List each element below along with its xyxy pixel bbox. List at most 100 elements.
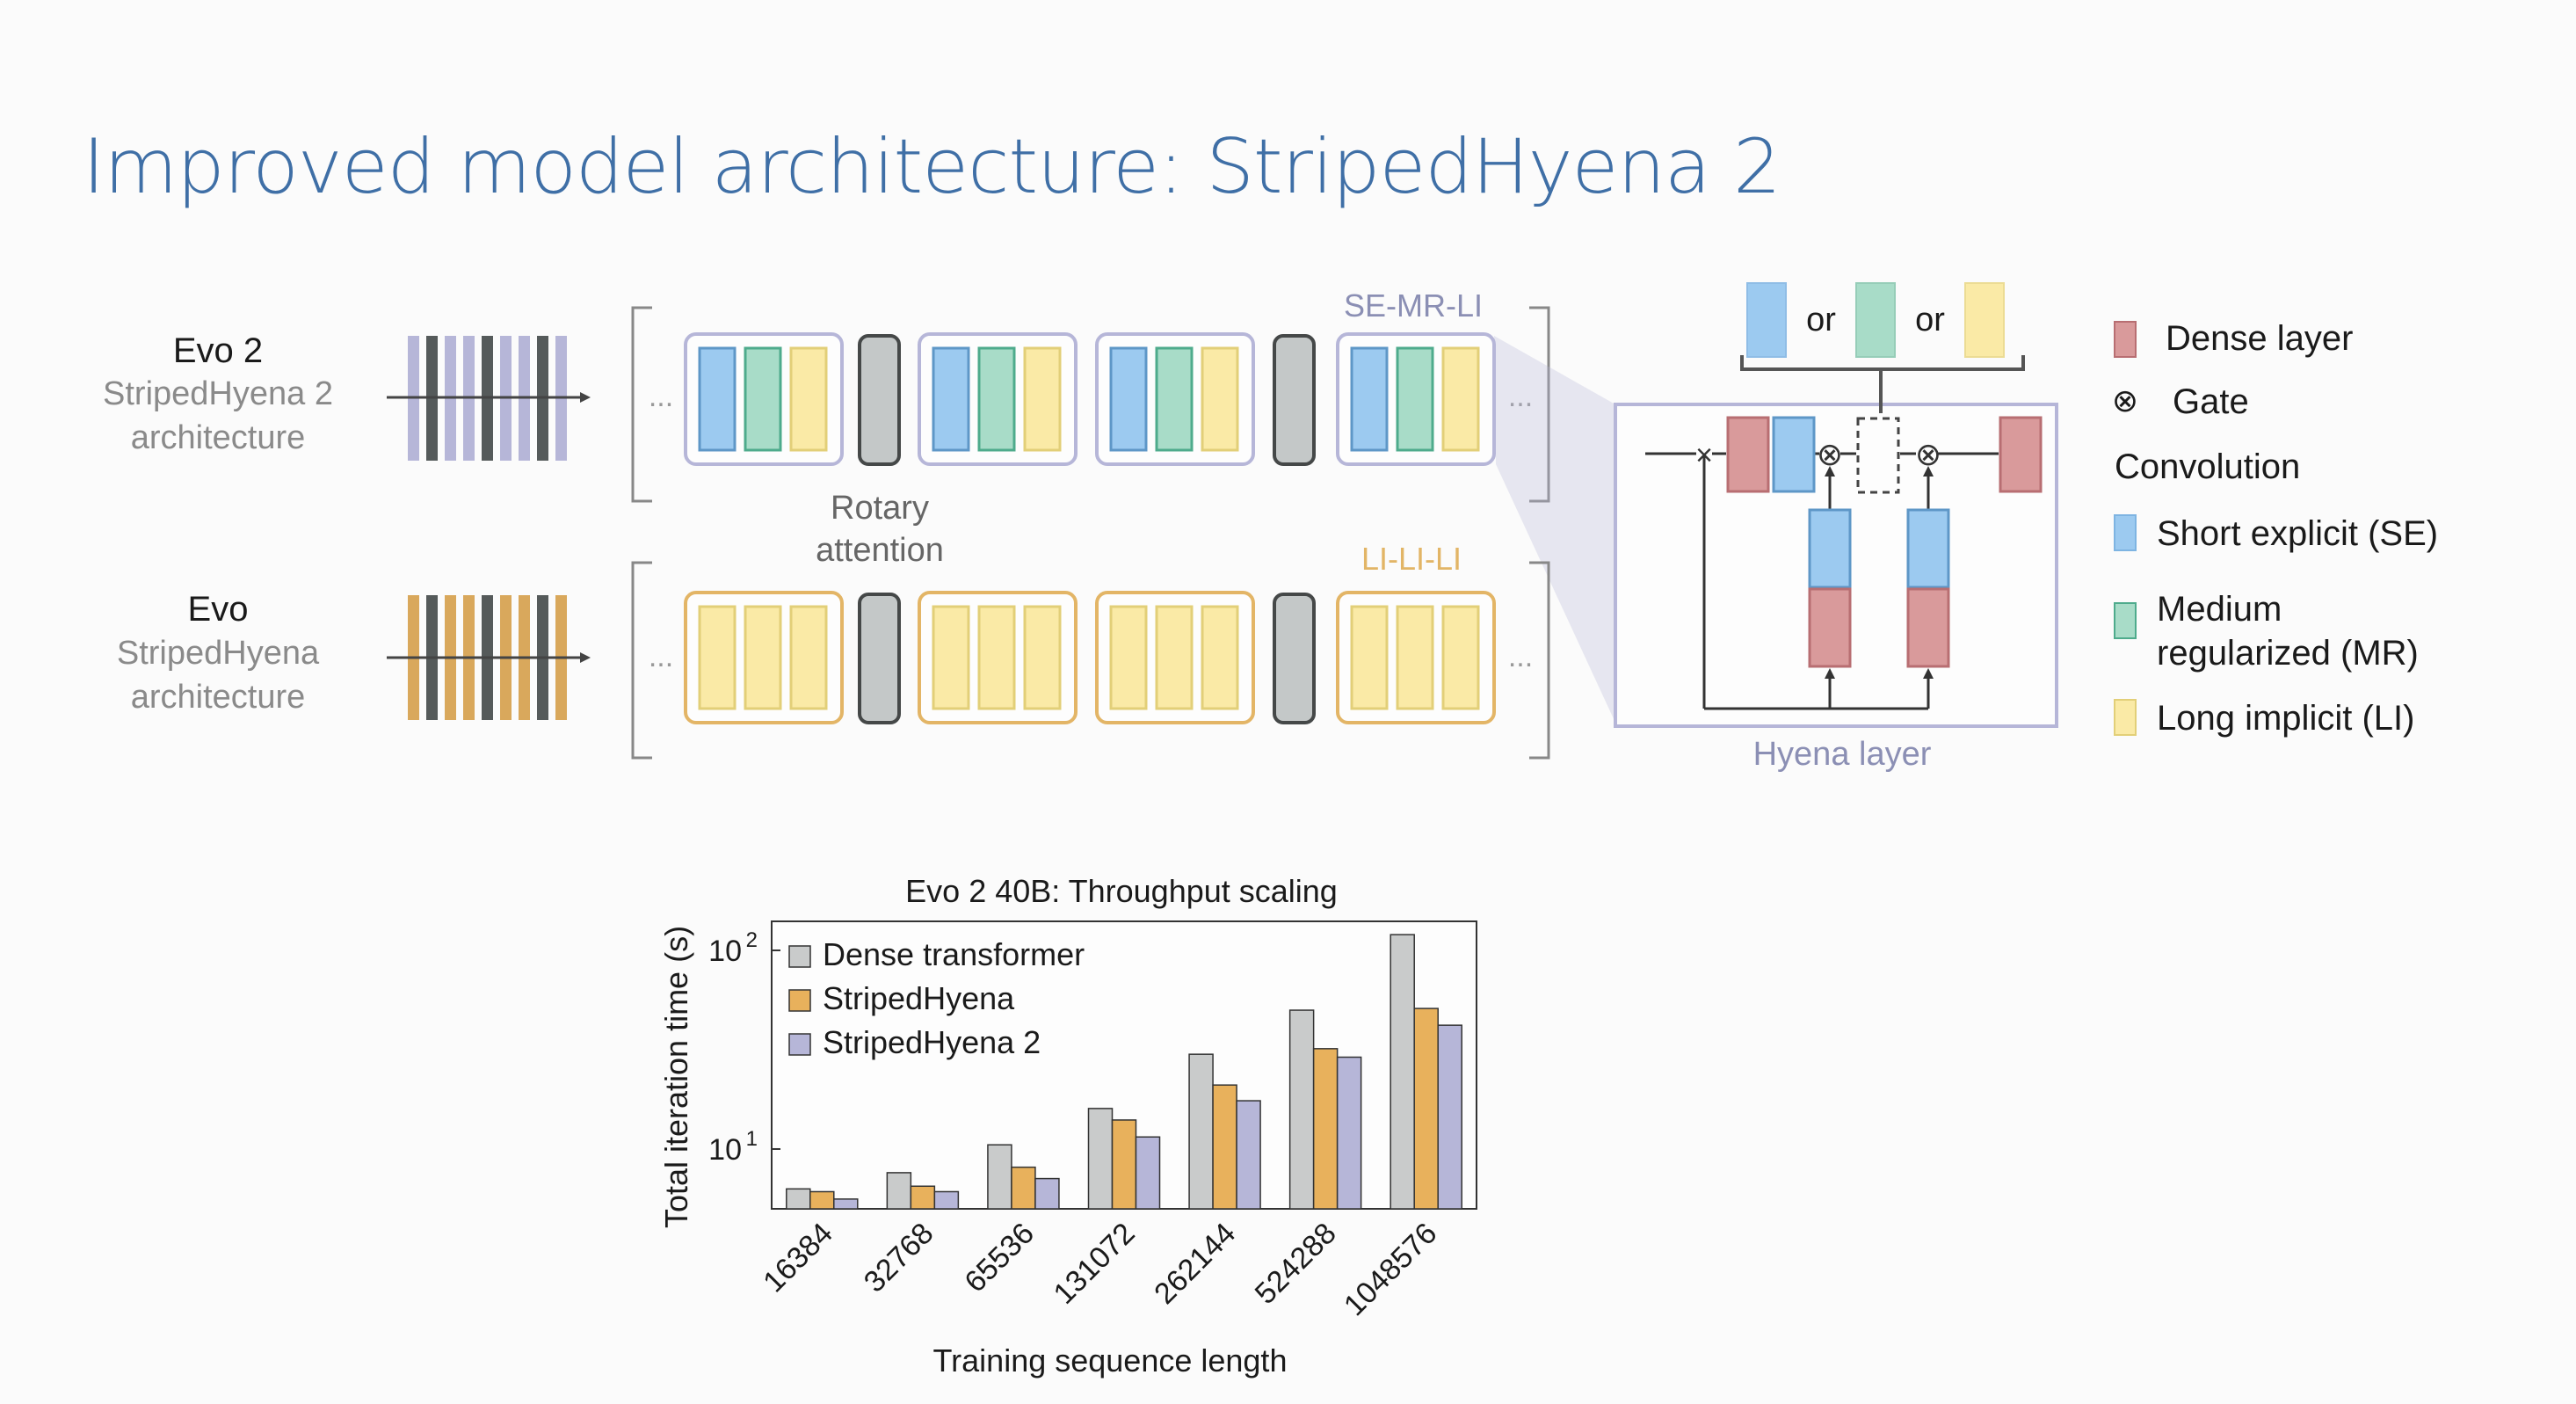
gate-2-icon: ⊗ [1915, 436, 1941, 472]
legend-se-label: Short explicit (SE) [2157, 514, 2438, 553]
chart-y-tick-label: 10 [708, 935, 742, 968]
chart-bar [1212, 1084, 1237, 1210]
evo-stripes-icon [387, 595, 591, 720]
dense-layer-in [1726, 416, 1770, 493]
chart-legend-label: StripedHyena 2 [823, 1024, 1041, 1060]
chart-y-tick-exponent: 2 [746, 928, 758, 952]
or-label-1: or [1806, 302, 1836, 338]
chart-legend-swatch [788, 989, 811, 1012]
top-attention-block-2 [1273, 334, 1316, 466]
legend-dense-label: Dense layer [2166, 319, 2353, 358]
hyena-signal-path [1645, 448, 2041, 710]
bottom-row-ellipsis-right: ... [1508, 640, 1533, 673]
chart-title: Evo 2 40B: Throughput scaling [905, 873, 1338, 909]
bottom-attention-block-1 [858, 593, 901, 724]
bottom-row-ellipsis-left: ... [649, 640, 673, 673]
chart-bar [1288, 1009, 1315, 1210]
rotary-label-line2: attention [816, 532, 944, 569]
chart-bar [1188, 1053, 1214, 1210]
chart-x-tick-label: 1048576 [1338, 1217, 1443, 1322]
bottom-hyena-block-1 [684, 591, 844, 724]
legend-mr-label-line2: regularized (MR) [2157, 634, 2419, 673]
chart-bar [1111, 1119, 1137, 1210]
chart-x-tick-label: 32768 [858, 1217, 940, 1299]
bottom-hyena-block-4 [1336, 591, 1496, 724]
chart-x-tick-label: 131072 [1048, 1217, 1142, 1311]
dense-layer-out [1999, 416, 2043, 493]
bottom-hyena-block-3 [1095, 591, 1255, 724]
chart-y-tick-exponent: 1 [746, 1127, 758, 1151]
chart-bar [833, 1198, 859, 1210]
top-row-right-bracket [1529, 306, 1550, 503]
evo-arch-line2: architecture [131, 679, 306, 716]
option-mr-swatch [1855, 282, 1896, 358]
chart-x-tick-label: 16384 [757, 1217, 839, 1299]
chart-legend-label: Dense transformer [823, 936, 1085, 972]
top-row-ellipsis-right: ... [1508, 380, 1533, 413]
legend-dense-swatch [2114, 321, 2137, 358]
chart-bar [1437, 1024, 1462, 1210]
pattern-top-label: SE-MR-LI [1344, 287, 1483, 324]
short-conv-in [1772, 416, 1816, 493]
hyena-layer-label: Hyena layer [1753, 736, 1932, 773]
chart-bar [1336, 1056, 1362, 1210]
chart-bar [1413, 1008, 1439, 1210]
chart-bar [886, 1172, 912, 1210]
legend-se-swatch [2114, 514, 2137, 551]
pattern-bottom-label: LI-LI-LI [1361, 541, 1462, 577]
chart-legend-swatch [788, 945, 811, 968]
top-attention-block-1 [858, 334, 901, 466]
hyena-projection-shape [1494, 336, 1615, 723]
legend-convolution-label: Convolution [2115, 447, 2300, 486]
chart-bar [910, 1185, 936, 1210]
slide-title: Improved model architecture: StripedHyen… [83, 123, 1781, 211]
dense-branch-1 [1808, 587, 1852, 668]
dense-branch-2 [1906, 587, 1950, 668]
top-hyena-block-2 [918, 332, 1078, 466]
chart-bar [1011, 1166, 1036, 1210]
chart-bar [809, 1190, 835, 1210]
bottom-hyena-block-2 [918, 591, 1078, 724]
evo2-arch-line2: architecture [131, 419, 306, 456]
evo2-stripes-icon [387, 336, 591, 461]
or-label-2: or [1915, 302, 1945, 338]
chart-y-tick-label: 10 [708, 1133, 742, 1167]
chart-bar [1034, 1177, 1060, 1210]
chart-bar [1236, 1100, 1261, 1210]
evo-name: Evo [188, 590, 249, 629]
multiply-junction: × [1695, 439, 1713, 472]
bottom-row-left-bracket [631, 561, 652, 760]
option-se-swatch [1746, 282, 1787, 358]
chart-bar [933, 1190, 960, 1210]
short-conv-branch-1 [1808, 508, 1852, 589]
legend-gate-icon: ⊗ [2112, 382, 2138, 418]
chart-bar [1087, 1108, 1114, 1210]
rotary-label-line1: Rotary [831, 490, 929, 527]
throughput-chart: Evo 2 40B: Throughput scaling Total iter… [658, 873, 1477, 1379]
legend-gate-label: Gate [2173, 382, 2249, 421]
short-conv-branch-2 [1906, 508, 1950, 589]
bottom-attention-block-2 [1273, 593, 1316, 724]
chart-bar [1390, 934, 1415, 1210]
legend-mr-swatch [2114, 602, 2137, 639]
chart-bar [786, 1188, 811, 1210]
top-hyena-block-1 [684, 332, 844, 466]
bottom-row-right-bracket [1529, 561, 1550, 760]
evo2-arch-line1: StripedHyena 2 [103, 375, 333, 412]
chart-legend-swatch [788, 1033, 811, 1056]
legend-mr-label-line1: Medium [2157, 590, 2282, 629]
legend-li-label: Long implicit (LI) [2157, 699, 2414, 738]
chart-bar [987, 1144, 1012, 1210]
chart-bar [1312, 1048, 1339, 1210]
gate-1-icon: ⊗ [1817, 436, 1843, 472]
chart-ylabel: Total iteration time (s) [658, 926, 694, 1228]
chart-xlabel: Training sequence length [933, 1342, 1288, 1379]
convolution-placeholder [1856, 417, 1900, 494]
chart-x-tick-label: 524288 [1249, 1217, 1343, 1311]
legend-li-swatch [2114, 699, 2137, 736]
evo2-name: Evo 2 [173, 331, 263, 370]
evo-arch-line1: StripedHyena [117, 635, 320, 672]
top-hyena-block-4 [1336, 332, 1496, 466]
top-row-ellipsis-left: ... [649, 380, 673, 413]
